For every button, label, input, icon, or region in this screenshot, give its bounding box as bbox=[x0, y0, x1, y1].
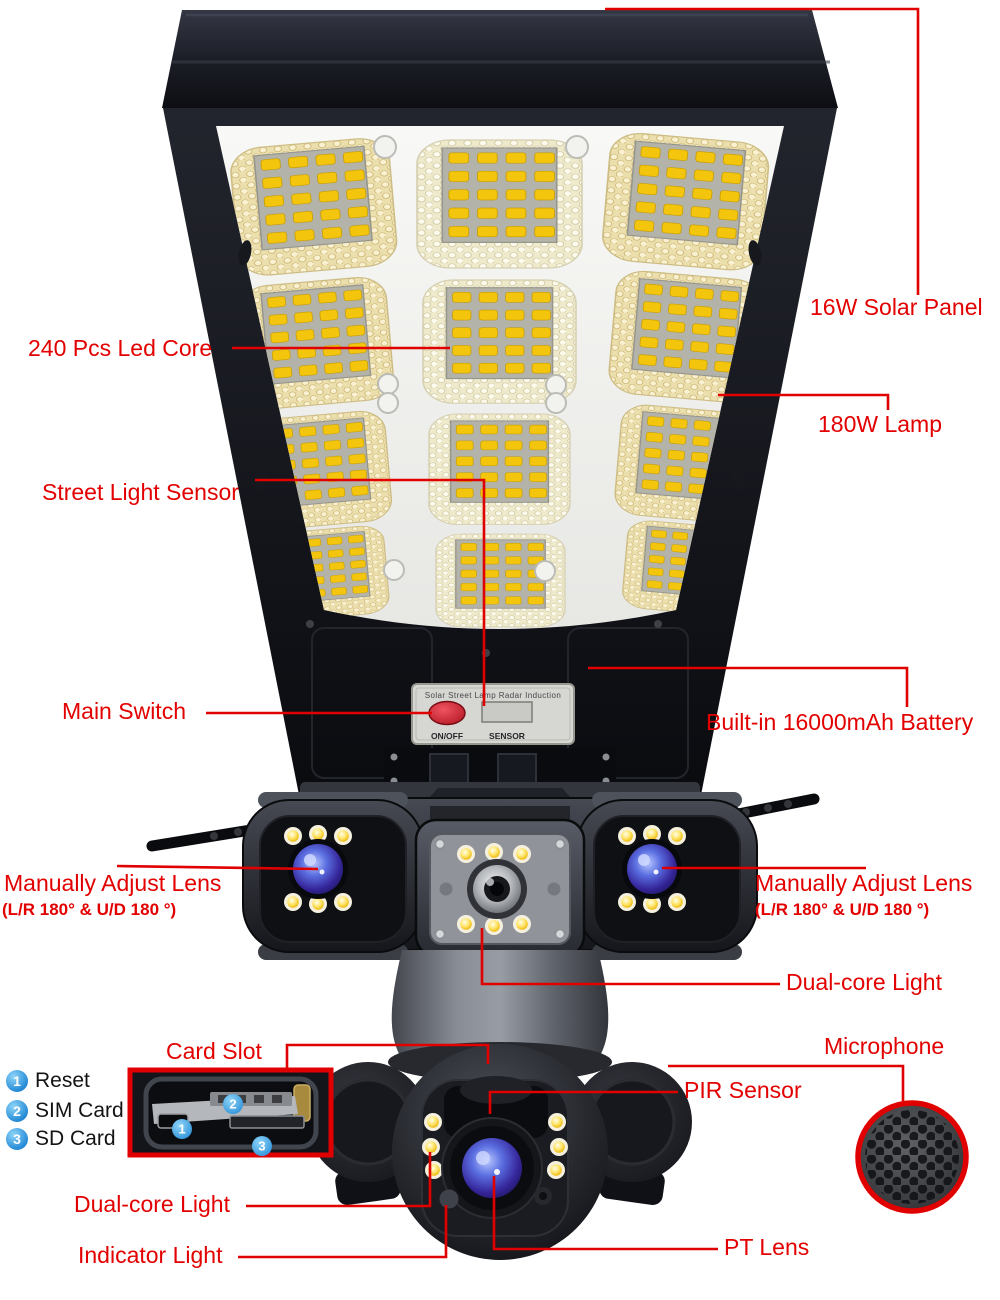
callout-line-microphone bbox=[668, 1064, 905, 1101]
legend-badge-3: 3 bbox=[6, 1128, 28, 1150]
legend-badge-2: 2 bbox=[6, 1100, 28, 1122]
callout-line-dual-core-right bbox=[480, 928, 780, 986]
dual-core-light-lens bbox=[467, 859, 527, 919]
right-camera bbox=[576, 792, 758, 960]
callout-line-card-slot bbox=[285, 1043, 490, 1068]
led-cluster bbox=[601, 131, 771, 272]
led-cluster bbox=[417, 140, 582, 268]
legend-row-reset: 1 Reset bbox=[6, 1069, 90, 1093]
label-microphone: Microphone bbox=[824, 1033, 945, 1059]
label-manual-adjust-right: Manually Adjust Lens bbox=[755, 870, 973, 896]
right-camera-lens bbox=[622, 839, 682, 899]
sensor-label: SENSOR bbox=[489, 731, 525, 741]
radar-induction-plate: Solar Street Lamp Radar Induction ON/OFF… bbox=[411, 683, 575, 745]
label-manual-adjust-left: Manually Adjust Lens bbox=[4, 870, 222, 896]
legend-label-sim-card: SIM Card bbox=[35, 1099, 124, 1122]
badge-2: 2 bbox=[229, 1097, 236, 1112]
center-camera bbox=[414, 806, 586, 958]
legend-row-sim-card: 2 SIM Card bbox=[6, 1099, 124, 1123]
label-led-core: 240 Pcs Led Core bbox=[28, 335, 213, 361]
card-slot-inset: 1 2 3 bbox=[127, 1067, 334, 1158]
card-slot-badges: 1 2 3 bbox=[172, 1094, 272, 1156]
rim-notches bbox=[238, 240, 762, 491]
center-camera-screws bbox=[434, 838, 566, 940]
legend-row-sd-card: 3 SD Card bbox=[6, 1127, 116, 1151]
badge-1: 1 bbox=[178, 1122, 185, 1137]
light-sensor-dot bbox=[534, 1187, 552, 1205]
callout-line-pir bbox=[488, 1090, 678, 1114]
plate-title: Solar Street Lamp Radar Induction bbox=[425, 691, 561, 700]
label-battery: Built-in 16000mAh Battery bbox=[706, 709, 974, 735]
label-solar-panel: 16W Solar Panel bbox=[810, 294, 983, 320]
label-street-light-sensor: Street Light Sensor bbox=[42, 479, 239, 505]
callout-line-indicator bbox=[238, 1205, 448, 1259]
right-antenna-rings bbox=[742, 800, 792, 816]
callout-line-lamp bbox=[718, 393, 890, 410]
callout-line-pt-lens bbox=[492, 1176, 718, 1251]
led-cluster bbox=[229, 136, 399, 277]
legend-label-reset: Reset bbox=[35, 1069, 90, 1092]
badge-3: 3 bbox=[258, 1139, 265, 1154]
callout-line-dual-core-bottom bbox=[246, 1152, 432, 1208]
callout-line-battery bbox=[588, 666, 909, 707]
label-dual-core-light-bottom: Dual-core Light bbox=[74, 1191, 230, 1217]
label-main-switch: Main Switch bbox=[62, 698, 186, 724]
callout-line-street-light-sensor bbox=[255, 478, 486, 706]
label-card-slot: Card Slot bbox=[166, 1038, 262, 1064]
label-indicator-light: Indicator Light bbox=[78, 1242, 223, 1268]
indicator-light-dot bbox=[439, 1189, 459, 1209]
microphone-inset bbox=[855, 1100, 969, 1214]
legend-badge-1: 1 bbox=[6, 1070, 28, 1092]
label-lamp: 180W Lamp bbox=[818, 411, 943, 437]
led-cluster bbox=[429, 414, 570, 524]
label-pir-sensor: PIR Sensor bbox=[684, 1077, 802, 1103]
legend-label-sd-card: SD Card bbox=[35, 1127, 116, 1150]
on-off-button bbox=[428, 700, 466, 726]
left-camera bbox=[242, 792, 424, 960]
callout-line-solar-panel bbox=[605, 7, 920, 295]
callout-line-manual-adjust-left bbox=[116, 864, 319, 871]
panel-screws bbox=[373, 135, 589, 582]
on-off-label: ON/OFF bbox=[431, 731, 463, 741]
callout-lines bbox=[116, 7, 920, 1259]
pt-lens bbox=[441, 1117, 543, 1219]
solar-panel-cap bbox=[162, 10, 838, 108]
ptz-camera bbox=[392, 1044, 608, 1260]
label-manual-adjust-right-sub: (L/R 180° & U/D 180 °) bbox=[755, 900, 930, 919]
label-pt-lens: PT Lens bbox=[724, 1234, 810, 1260]
camera-neck bbox=[391, 950, 609, 1062]
label-manual-adjust-left-sub: (L/R 180° & U/D 180 °) bbox=[2, 900, 177, 919]
sensor-window bbox=[481, 701, 533, 723]
label-dual-core-light-right: Dual-core Light bbox=[786, 969, 942, 995]
